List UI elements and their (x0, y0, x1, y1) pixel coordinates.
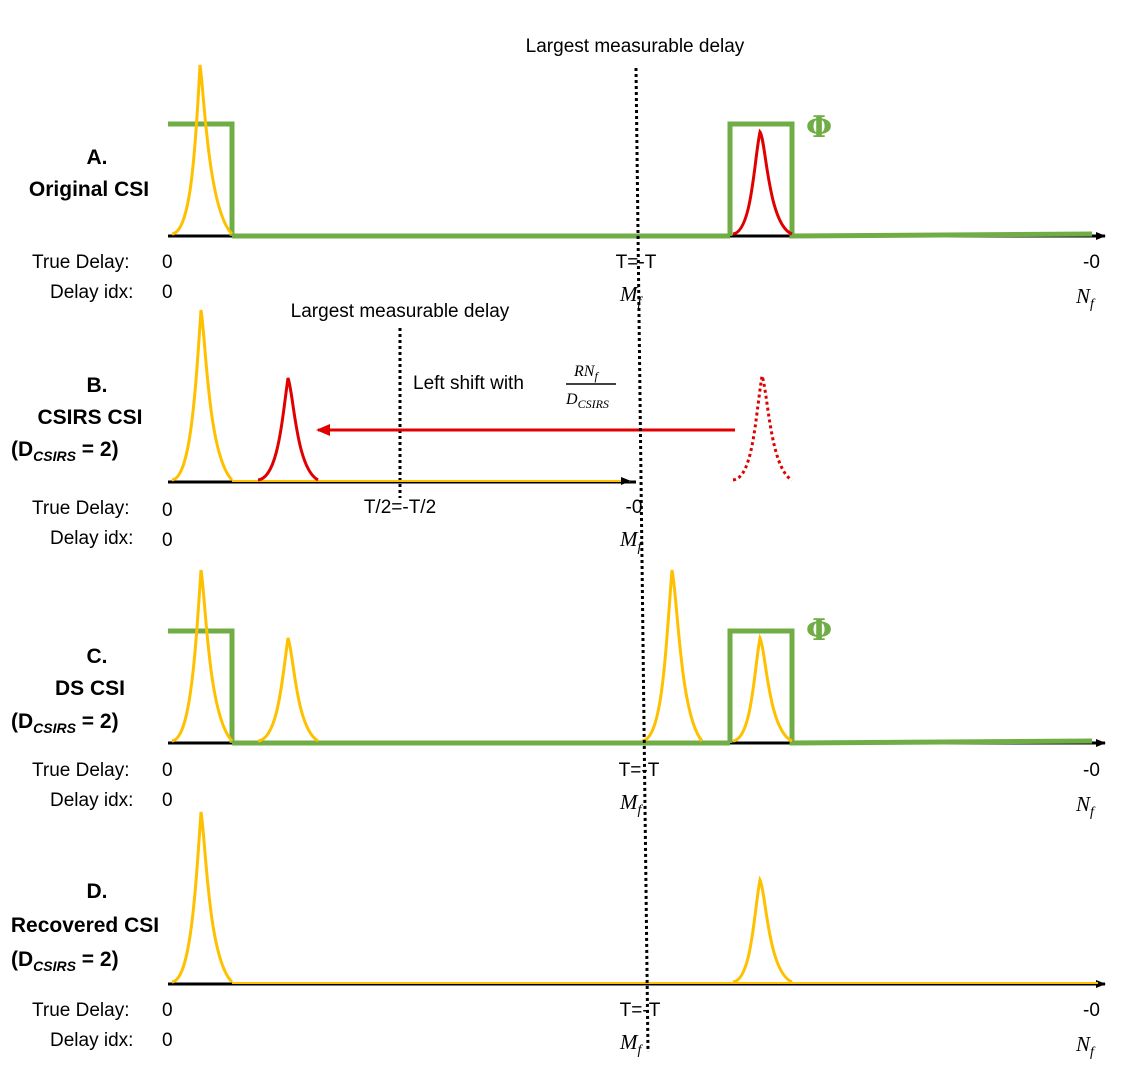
panel-b-largest-measurable-delay: Largest measurable delay (291, 301, 510, 322)
panel-c-yellow-peak-3 (641, 569, 704, 743)
panel-d-yellow-peak-1 (171, 811, 234, 984)
panel-b-true-delay-label: True Delay: (32, 498, 130, 519)
panel-d: D. Recovered CSI (DCSIRS = 2) True Delay… (11, 811, 1106, 1060)
panel-b-td-start: 0 (162, 500, 173, 521)
panel-c-td-end: -0 (1083, 760, 1100, 781)
panel-c-phi-window-right (727, 628, 1093, 746)
panel-c-phi-window-left (168, 628, 235, 743)
panel-d-di-end: Nf (1075, 1032, 1096, 1060)
panel-c-di-start: 0 (162, 790, 173, 811)
panel-d-di-start: 0 (162, 1030, 173, 1051)
panel-c-di-end: Nf (1075, 792, 1096, 820)
panel-b-delay-idx-label: Delay idx: (50, 528, 133, 549)
panel-a-yellow-peak (171, 64, 234, 236)
panel-d-yellow-peak-2 (732, 875, 793, 984)
panel-a-delay-idx-label: Delay idx: (50, 282, 133, 303)
panel-d-delay-idx-label: Delay idx: (50, 1030, 133, 1051)
panel-a-phi-window-left (168, 121, 235, 236)
panel-a-di-start: 0 (162, 282, 173, 303)
panel-c-td-mid: T=-T (619, 760, 660, 781)
panel-b-param: (DCSIRS = 2) (11, 438, 119, 464)
panel-d-name: Recovered CSI (11, 914, 159, 937)
panel-c-di-mid: Mf (619, 790, 644, 818)
panel-c-true-delay-label: True Delay: (32, 760, 130, 781)
largest-measurable-delay-label: Largest measurable delay (526, 36, 745, 57)
panel-c-yellow-peak-4 (732, 633, 793, 743)
panel-b-td-mid: T/2=-T/2 (364, 497, 436, 518)
panel-b-red-peak-ghost (732, 370, 793, 482)
panel-b-di-end: Mf (619, 527, 644, 555)
panel-a-td-end: -0 (1083, 252, 1100, 273)
panel-a-di-mid: Mf (619, 282, 644, 310)
panel-b-td-end: -0 (626, 497, 643, 518)
panel-b: B. CSIRS CSI (DCSIRS = 2) Largest measur… (11, 301, 793, 555)
panel-b-name: CSIRS CSI (37, 406, 142, 429)
panel-c-param: (DCSIRS = 2) (11, 710, 119, 736)
panel-c-delay-idx-label: Delay idx: (50, 790, 133, 811)
panel-d-di-mid: Mf (619, 1030, 644, 1058)
panel-a-phi-window-right (727, 121, 1093, 239)
panel-a-name: Original CSI (29, 178, 149, 201)
panel-a-red-peak (732, 128, 793, 236)
panel-d-td-start: 0 (162, 1000, 173, 1021)
panel-d-letter: D. (87, 880, 108, 903)
panel-b-di-start: 0 (162, 530, 173, 551)
panel-b-shift-text: Left shift with (413, 373, 524, 394)
panel-a: A. Original CSI Φ True Delay: Delay idx:… (29, 64, 1106, 312)
panel-c-name: DS CSI (55, 677, 125, 700)
panel-c-yellow-peak-1 (171, 569, 234, 743)
panel-d-td-mid: T=-T (620, 1000, 661, 1021)
panel-c-letter: C. (87, 645, 108, 668)
panel-b-shift-numerator: RNf (573, 363, 599, 383)
panel-d-true-delay-label: True Delay: (32, 1000, 130, 1021)
panel-a-td-start: 0 (162, 252, 173, 273)
panel-b-yellow-peak (171, 309, 234, 482)
panel-b-letter: B. (87, 374, 108, 397)
panel-a-phi-symbol: Φ (806, 110, 832, 145)
panel-a-di-end: Nf (1075, 284, 1096, 312)
panel-a-letter: A. (87, 146, 108, 169)
panel-c-td-start: 0 (162, 760, 173, 781)
panel-b-shift-denominator: DCSIRS (565, 391, 609, 411)
panel-c-yellow-peak-2 (257, 637, 319, 743)
largest-measurable-delay-marker (634, 67, 650, 1053)
panel-b-red-peak (257, 377, 319, 482)
panel-d-param: (DCSIRS = 2) (11, 948, 119, 974)
panel-c-phi-symbol: Φ (806, 613, 832, 648)
panel-a-td-mid: T=-T (616, 252, 657, 273)
panel-a-true-delay-label: True Delay: (32, 252, 130, 273)
panel-c: C. DS CSI (DCSIRS = 2) Φ True Delay: Del… (11, 569, 1106, 820)
panel-d-td-end: -0 (1083, 1000, 1100, 1021)
